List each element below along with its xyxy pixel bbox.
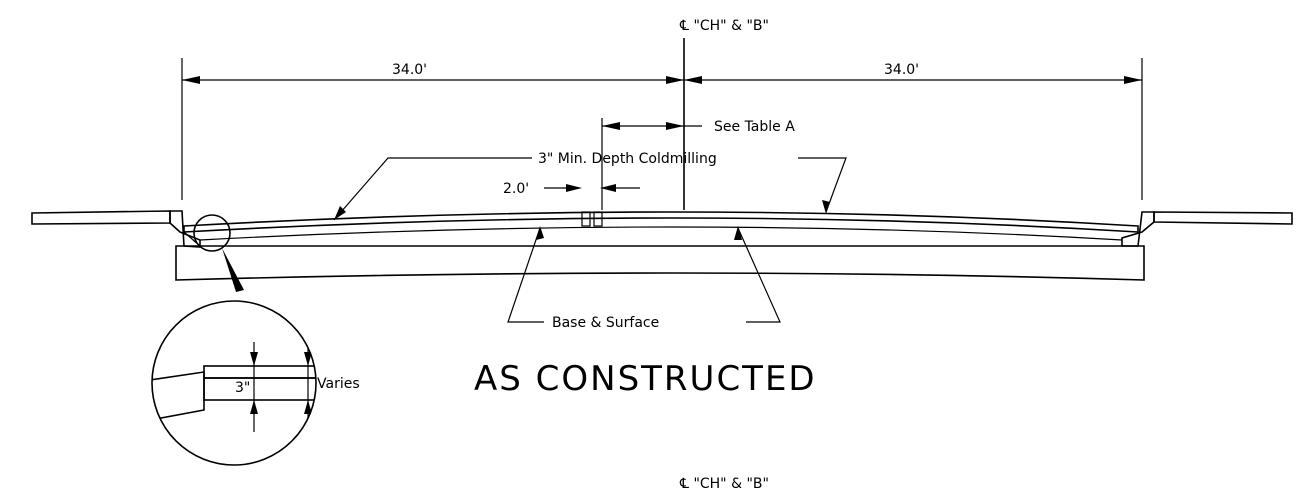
arrow-icon [566, 184, 582, 192]
joint-right [593, 211, 603, 227]
detail-base [203, 377, 316, 401]
base-top-line [199, 226, 1123, 241]
arrow-icon [334, 206, 346, 220]
arrow-icon [304, 400, 312, 414]
joint-left [581, 211, 591, 227]
curb-right [1121, 211, 1155, 247]
dimension-left-label: 34.0' [392, 62, 427, 78]
detail-leader [307, 428, 316, 447]
joint-width-label: 2.0' [503, 181, 529, 197]
sidewalk-left [31, 210, 171, 225]
coldmilling-leader-left [333, 157, 532, 221]
detail-depth-label: 3" [235, 380, 250, 396]
arrow-icon [666, 76, 684, 84]
arrow-icon [250, 352, 258, 366]
arrow-icon [182, 76, 200, 84]
section-title: AS CONSTRUCTED [474, 359, 817, 399]
detail-circle [151, 300, 317, 466]
dimension-right-label: 34.0' [884, 62, 919, 78]
base-leader-left [507, 227, 544, 323]
sidewalk-right [1153, 211, 1293, 225]
enlarged-detail: 3" Varies [151, 300, 360, 466]
base-leader-right [737, 227, 781, 323]
arrow-icon [822, 200, 830, 214]
arrow-icon [600, 184, 616, 192]
arrow-icon [666, 122, 684, 130]
see-table-label: See Table A [714, 119, 795, 135]
arrow-icon [1124, 76, 1142, 84]
coldmilling-label: 3" Min. Depth Coldmilling [538, 151, 717, 167]
arrow-icon [536, 226, 544, 240]
arrow-icon [602, 122, 620, 130]
surface-layer [183, 211, 1139, 233]
arrow-icon [734, 226, 742, 240]
detail-varies-label: Varies [317, 376, 360, 392]
detail-pointer [222, 248, 244, 292]
arrow-icon [250, 400, 258, 414]
detail-curb [152, 371, 205, 421]
base-surface-label: Base & Surface [552, 315, 659, 331]
arrow-icon [304, 352, 312, 366]
centerline-label-bottom: ℄ "CH" & "B" [679, 476, 769, 492]
curb-left [169, 210, 201, 248]
coldmilling-leader-right [798, 157, 847, 213]
centerline-label-top: ℄ "CH" & "B" [679, 18, 769, 34]
detail-callout-circle [193, 214, 231, 252]
arrow-icon [684, 76, 702, 84]
base-course [175, 245, 1145, 281]
